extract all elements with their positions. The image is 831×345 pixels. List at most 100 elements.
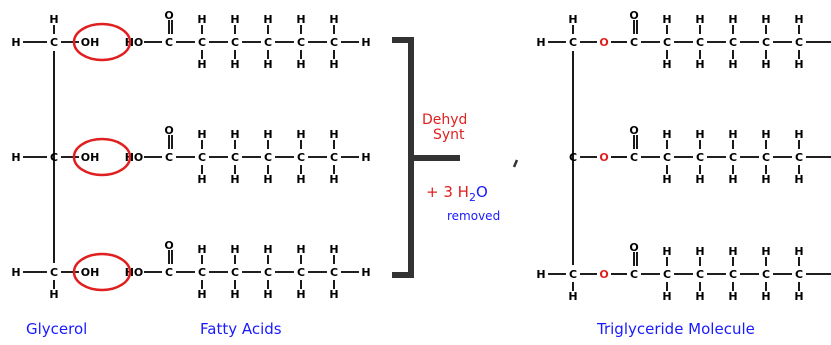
hydrogen-atom: H [263, 173, 272, 186]
carbonyl-oxygen: O [164, 9, 173, 22]
water-oxygen: O [476, 183, 488, 201]
ester-oxygen: O [599, 151, 608, 164]
hydrogen-atom: H [329, 288, 338, 301]
carbonyl-oxygen: O [629, 124, 638, 137]
glycerol-carbon: C [50, 36, 58, 49]
carbon-atom: C [264, 266, 272, 279]
hydrogen-atom: H [329, 173, 338, 186]
ester-oxygen: O [599, 36, 608, 49]
carbon-atom: C [663, 268, 671, 281]
carbon-atom: C [630, 36, 638, 49]
hydrogen-atom: H [794, 13, 803, 26]
hydrogen-atom: H [11, 36, 20, 49]
carbon-atom: C [630, 151, 638, 164]
hydrogen-atom: H [695, 245, 704, 258]
hydrogen-atom: H [263, 288, 272, 301]
glycerol-hydroxyl: OH [81, 266, 100, 279]
hydrogen-atom: H [761, 290, 770, 303]
hydrogen-atom: H [728, 290, 737, 303]
hydrogen-atom: H [197, 58, 206, 71]
carbon-atom: C [696, 151, 704, 164]
hydrogen-atom: H [329, 128, 338, 141]
hydrogen-atom: H [230, 173, 239, 186]
carbon-atom: C [264, 36, 272, 49]
glycerol-label: Glycerol [26, 320, 87, 338]
glycerol-carbon: C [569, 151, 577, 164]
hydrogen-atom: H [695, 58, 704, 71]
carbonyl-oxygen: O [629, 241, 638, 254]
carbon-atom: C [198, 36, 206, 49]
carbon-atom: C [330, 36, 338, 49]
hydrogen-atom: H [329, 58, 338, 71]
hydrogen-atom: H [263, 128, 272, 141]
carbon-atom: C [330, 151, 338, 164]
reaction-name-line1: Dehyd [422, 112, 467, 128]
hydrogen-atom: H [329, 243, 338, 256]
carbon-atom: C [165, 266, 173, 279]
hydrogen-atom: H [568, 13, 577, 26]
hydrogen-atom: H [728, 13, 737, 26]
carbon-atom: C [165, 36, 173, 49]
carbon-atom: C [231, 151, 239, 164]
hydrogen-atom: H [662, 290, 671, 303]
hydrogen-atom: H [662, 58, 671, 71]
reaction-bracket [392, 37, 414, 278]
carbon-atom: C [231, 36, 239, 49]
hydrogen-atom: H [230, 288, 239, 301]
hydrogen-atom: H [761, 245, 770, 258]
hydrogen-atom: H [794, 290, 803, 303]
hydrogen-atom: H [761, 13, 770, 26]
hydrogen-atom: H [695, 128, 704, 141]
triglyceride-label: Triglyceride Molecule [596, 320, 755, 338]
hydrogen-atom: H [761, 58, 770, 71]
glycerol-carbon: C [569, 268, 577, 281]
carbon-atom: C [696, 268, 704, 281]
carbon-atom: C [663, 151, 671, 164]
terminal-hydrogen: H [361, 36, 370, 49]
hydrogen-atom: H [329, 13, 338, 26]
carbonyl-oxygen: O [629, 9, 638, 22]
glycerol-carbon: C [50, 266, 58, 279]
hydrogen-atom: H [11, 266, 20, 279]
hydrogen-atom: H [794, 245, 803, 258]
terminal-hydrogen: H [361, 151, 370, 164]
hydrogen-atom: H [49, 288, 58, 301]
crop-mask [466, 100, 516, 150]
carbon-atom: C [795, 151, 803, 164]
hydrogen-atom: H [230, 128, 239, 141]
hydrogen-atom: H [263, 58, 272, 71]
hydrogen-atom: H [197, 13, 206, 26]
carbon-atom: C [198, 266, 206, 279]
hydrogen-atom: H [11, 151, 20, 164]
hydrogen-atom: H [296, 128, 305, 141]
arrow-head-fragment [512, 159, 519, 168]
fatty-acid-hydroxyl: HO [125, 151, 144, 164]
carbon-atom: C [795, 268, 803, 281]
fatty-acid-hydroxyl: HO [125, 266, 144, 279]
carbon-atom: C [729, 36, 737, 49]
hydrogen-atom: H [296, 243, 305, 256]
water-removed-formula: + 3 H2O [426, 183, 488, 204]
carbon-atom: C [729, 268, 737, 281]
hydrogen-atom: H [296, 288, 305, 301]
fatty-acids-label: Fatty Acids [200, 320, 282, 338]
hydrogen-atom: H [568, 290, 577, 303]
hydrogen-atom: H [296, 173, 305, 186]
water-subscript: 2 [469, 191, 476, 204]
hydrogen-atom: H [296, 13, 305, 26]
glycerol-hydroxyl: OH [81, 151, 100, 164]
hydrogen-atom: H [794, 58, 803, 71]
hydrogen-atom: H [794, 128, 803, 141]
carbon-atom: C [762, 36, 770, 49]
hydrogen-atom: H [230, 243, 239, 256]
hydrogen-atom: H [263, 13, 272, 26]
carbon-atom: C [297, 151, 305, 164]
hydrogen-atom: H [49, 13, 58, 26]
carbon-atom: C [762, 151, 770, 164]
hydrogen-atom: H [197, 128, 206, 141]
hydrogen-atom: H [197, 288, 206, 301]
hydrogen-atom: H [761, 173, 770, 186]
carbon-atom: C [663, 36, 671, 49]
